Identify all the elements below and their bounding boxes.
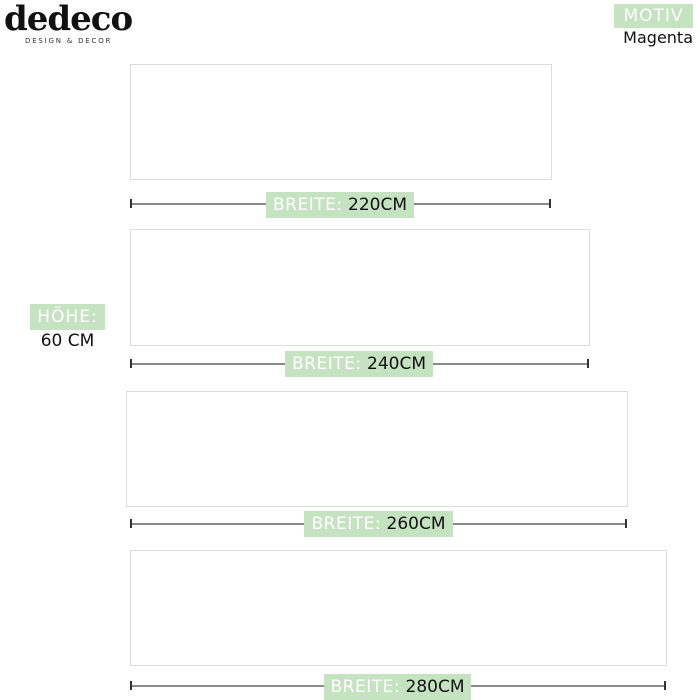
dimension-cap-right [587,359,589,368]
dimension-cap-left [130,519,132,528]
runner-220-outline [130,64,552,180]
runner-240-outline [130,229,590,346]
dimension-cap-left [130,199,132,208]
runner-260-outline [126,391,628,507]
width-value: 280CM [405,677,465,697]
brand-logo: dedeco [4,0,133,39]
width-key: BREITE: [311,514,382,534]
width-value: 240CM [367,354,426,374]
motif-label: MOTIV [614,4,693,28]
motif-value: Magenta [623,28,693,47]
width-label-220: BREITE: 220CM [266,192,414,218]
dimension-cap-right [664,681,666,690]
height-label: HÖHE: [30,304,105,330]
dimension-cap-left [130,681,132,690]
dimension-cap-left [130,359,132,368]
height-value: 60 CM [40,331,95,351]
width-key: BREITE: [330,677,401,697]
width-label-240: BREITE: 240CM [285,351,433,377]
dimension-cap-right [625,519,627,528]
width-key: BREITE: [292,354,362,374]
dimension-cap-right [549,199,551,208]
width-value: 260CM [386,514,446,534]
width-value: 220CM [348,195,407,215]
width-label-260: BREITE: 260CM [304,511,453,537]
width-key: BREITE: [273,195,343,215]
width-label-280: BREITE: 280CM [324,674,471,700]
runner-280-outline [130,550,667,666]
brand-tagline: DESIGN & DECOR [25,37,113,45]
